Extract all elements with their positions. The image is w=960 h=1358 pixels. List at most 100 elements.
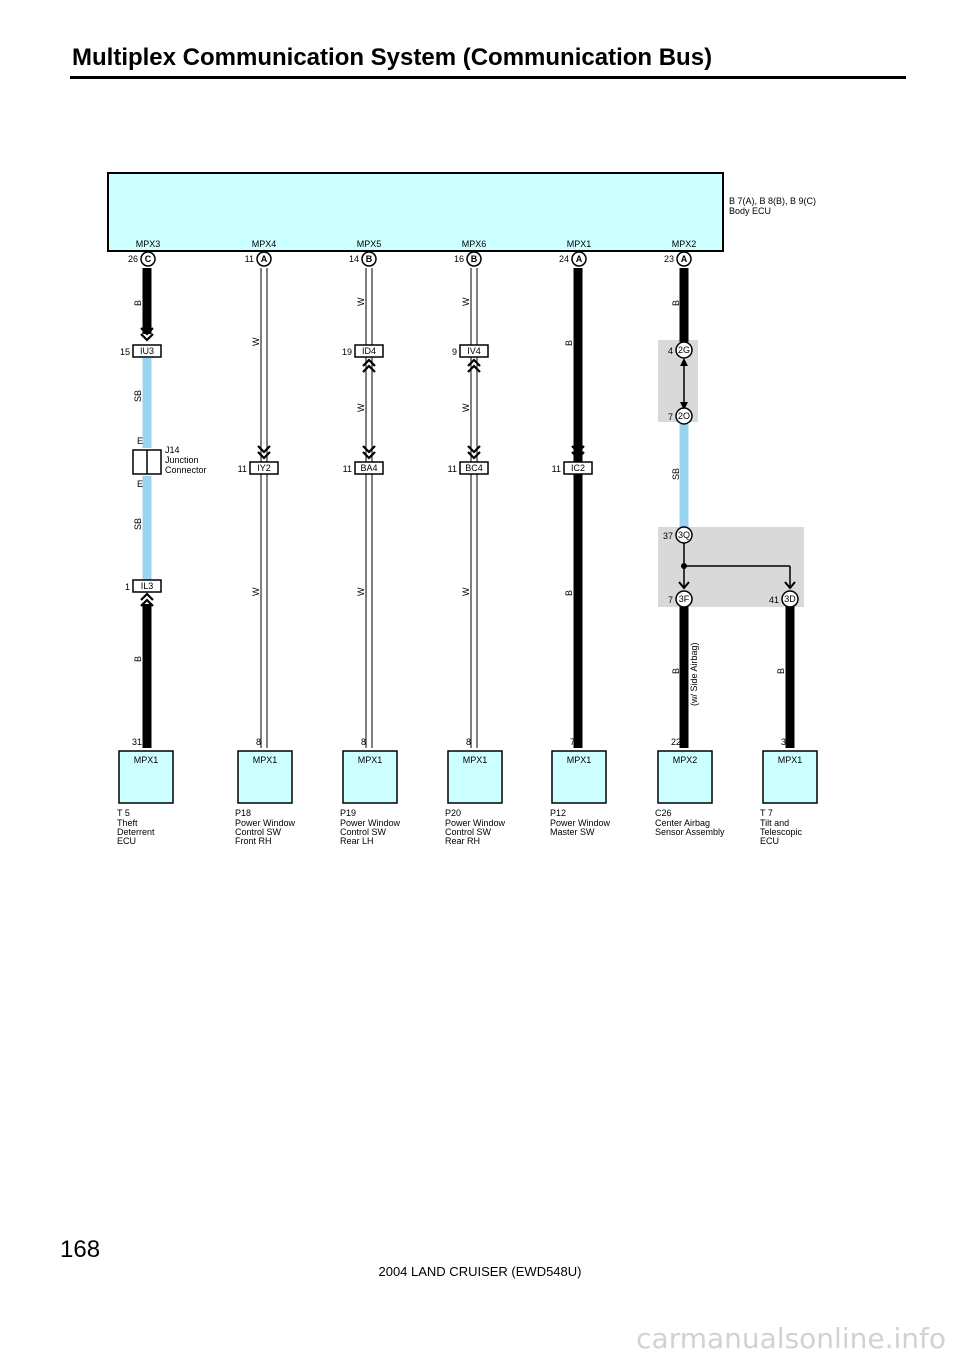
page-number: 168 <box>60 1236 101 1263</box>
connector-id: IV4 <box>467 346 481 356</box>
component-label: Sensor Assembly <box>655 827 725 837</box>
wire-color-label: B <box>564 340 574 346</box>
connector-circle <box>675 526 693 544</box>
pin-number: 11 <box>552 464 561 474</box>
component-label: ECU <box>760 836 779 846</box>
component-label: Power Window <box>550 818 611 828</box>
wire-color-label: B <box>133 656 143 662</box>
component-terminal: MPX1 <box>463 755 488 765</box>
terminal-name: MPX5 <box>357 239 382 249</box>
component-terminal: MPX1 <box>253 755 278 765</box>
connector-id: 2O <box>678 411 690 421</box>
junction-label-line1: Junction <box>165 455 199 465</box>
component-code: T 7 <box>760 808 773 818</box>
wire-color-label: W <box>356 403 366 412</box>
arrowhead <box>680 358 688 366</box>
connector-letter: A <box>681 254 688 264</box>
component-code: P12 <box>550 808 566 818</box>
component-pin: 8 <box>466 737 471 747</box>
connector-chevron <box>571 445 585 454</box>
wire-color-label: SB <box>133 390 143 402</box>
wire-color-label: SB <box>671 468 681 480</box>
junction-label-line2: Connector <box>165 465 207 475</box>
component-terminal: MPX2 <box>673 755 698 765</box>
component-box <box>551 750 607 804</box>
terminal-name: MPX4 <box>252 239 277 249</box>
pin-number: 11 <box>245 254 254 264</box>
connector-letter: B <box>471 254 478 264</box>
connector-chevron <box>257 445 271 454</box>
connector-circle <box>256 251 272 267</box>
connector-id: ID4 <box>362 346 376 356</box>
connector-chevron <box>467 445 481 454</box>
wire-w <box>260 268 268 748</box>
page-footer: 2004 LAND CRUISER (EWD548U) <box>378 1264 582 1279</box>
connector-circle <box>466 251 482 267</box>
inline-connector <box>132 579 162 593</box>
wire-color-label: W <box>461 403 471 412</box>
body-ecu-label-line2: Body ECU <box>729 206 771 216</box>
component-terminal: MPX1 <box>134 755 159 765</box>
component-label: Power Window <box>340 818 401 828</box>
connector-chevron <box>467 364 481 373</box>
pin-number: 16 <box>454 254 464 264</box>
connector-chevron <box>140 592 154 601</box>
component-terminal: MPX1 <box>358 755 383 765</box>
connector-id: 3D <box>784 594 796 604</box>
wire-color-label: W <box>461 587 471 596</box>
pin-number: 11 <box>238 464 247 474</box>
pin-number: 1 <box>125 582 130 592</box>
wire-color-label: B <box>133 300 143 306</box>
option-note: (w/ Side Airbag) <box>689 642 699 706</box>
component-pin: 22 <box>671 737 681 747</box>
wire-color-label: W <box>356 297 366 306</box>
wire-w <box>470 268 478 748</box>
connector-chevron <box>571 451 585 460</box>
connector-id: IY2 <box>257 463 271 473</box>
wire-w <box>365 268 373 748</box>
pin-number: 11 <box>448 464 457 474</box>
connector-circle <box>781 590 799 608</box>
connector-circle <box>675 341 693 359</box>
arrowhead <box>680 402 688 410</box>
connector-chevron <box>140 327 154 336</box>
junction-pin-bottom: E <box>137 479 143 489</box>
inline-connector <box>354 344 384 358</box>
pin-number: 11 <box>343 464 352 474</box>
arrowhead <box>784 581 796 590</box>
connector-chevron <box>467 451 481 460</box>
component-code: P19 <box>340 808 356 818</box>
component-code: P20 <box>445 808 461 818</box>
page-title: Multiplex Communication System (Communic… <box>72 44 713 71</box>
inline-connector <box>563 461 593 475</box>
connector-chevron <box>362 451 376 460</box>
pin-number: 14 <box>349 254 359 264</box>
pin-number: 26 <box>128 254 138 264</box>
wire-color-label: W <box>251 587 261 596</box>
connector-id: IC2 <box>571 463 585 473</box>
connector-chevron <box>257 451 271 460</box>
connector-chevron <box>362 364 376 373</box>
connector-chevron <box>467 358 481 367</box>
connector-id: BA4 <box>360 463 377 473</box>
component-code: C26 <box>655 808 672 818</box>
splice-point <box>681 563 687 569</box>
component-pin: 31 <box>132 737 142 747</box>
body-ecu-label-line1: B 7(A), B 8(B), B 9(C) <box>729 196 816 206</box>
component-label: Control SW <box>340 827 387 837</box>
component-label: Tilt and <box>760 818 789 828</box>
connector-circle <box>571 251 587 267</box>
pin-number: 7 <box>668 412 673 422</box>
terminal-name: MPX1 <box>567 239 592 249</box>
connector-chevron <box>362 445 376 454</box>
component-label: Power Window <box>445 818 506 828</box>
pin-number: 24 <box>559 254 569 264</box>
component-label: Center Airbag <box>655 818 710 828</box>
body-ecu-box <box>107 172 724 252</box>
pin-number: 7 <box>668 595 673 605</box>
arrowhead <box>678 581 690 590</box>
inline-connector <box>354 461 384 475</box>
component-label: Rear RH <box>445 836 480 846</box>
component-label: Rear LH <box>340 836 374 846</box>
component-box <box>762 750 818 804</box>
